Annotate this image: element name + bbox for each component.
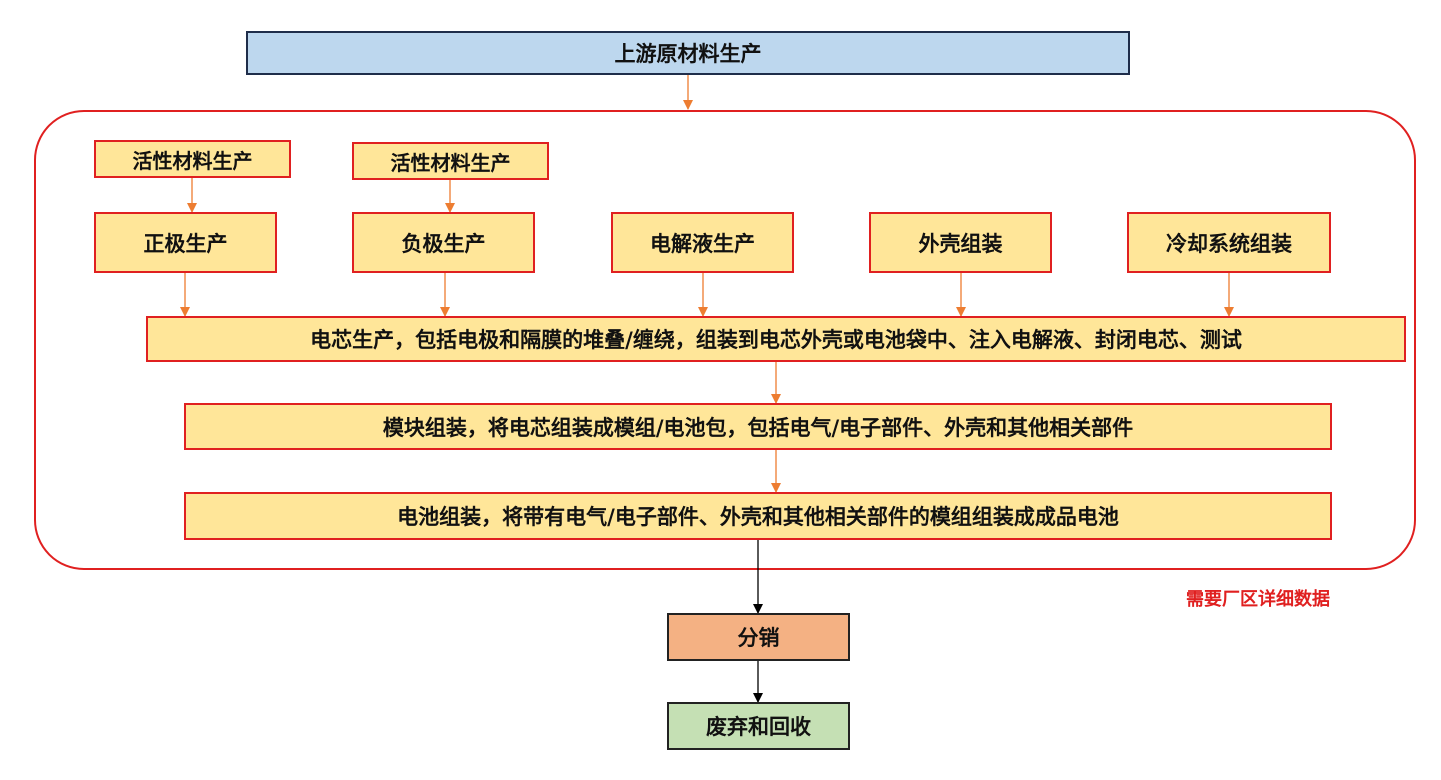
casing-assembly-label: 外壳组装 — [918, 230, 1003, 256]
plant-boundary — [34, 110, 1416, 570]
cooling-system-assembly-box: 冷却系统组装 — [1127, 212, 1331, 273]
cathode-production-label: 正极生产 — [143, 230, 228, 256]
cathode-production-box: 正极生产 — [94, 212, 277, 273]
distribution-box: 分销 — [667, 613, 850, 661]
electrolyte-production-box: 电解液生产 — [611, 212, 794, 273]
cooling-system-assembly-label: 冷却系统组装 — [1166, 230, 1292, 256]
disposal-recycling-box: 废弃和回收 — [667, 702, 850, 750]
active-material-label-right: 活性材料生产 — [390, 150, 511, 175]
battery-assembly-label: 电池组装，将带有电气/电子部件、外壳和其他相关部件的模组组装成成品电池 — [397, 504, 1119, 529]
module-assembly-box: 模块组装，将电芯组装成模组/电池包，包括电气/电子部件、外壳和其他相关部件 — [184, 403, 1332, 450]
cell-production-box: 电芯生产，包括电极和隔膜的堆叠/缠绕，组装到电芯外壳或电池袋中、注入电解液、封闭… — [146, 316, 1406, 362]
upstream-raw-material-box: 上游原材料生产 — [246, 31, 1130, 75]
distribution-label: 分销 — [737, 625, 780, 650]
disposal-recycling-label: 废弃和回收 — [706, 714, 811, 739]
casing-assembly-box: 外壳组装 — [869, 212, 1052, 273]
anode-production-label: 负极生产 — [401, 230, 486, 256]
battery-assembly-box: 电池组装，将带有电气/电子部件、外壳和其他相关部件的模组组装成成品电池 — [184, 492, 1332, 540]
electrolyte-production-label: 电解液生产 — [650, 230, 755, 256]
upstream-label: 上游原材料生产 — [614, 41, 762, 66]
active-material-label-left: 活性材料生产 — [132, 148, 253, 173]
cell-production-label: 电芯生产，包括电极和隔膜的堆叠/缠绕，组装到电芯外壳或电池袋中、注入电解液、封闭… — [310, 327, 1242, 352]
active-material-box-left: 活性材料生产 — [94, 140, 291, 178]
anode-production-box: 负极生产 — [352, 212, 535, 273]
active-material-box-right: 活性材料生产 — [352, 142, 549, 180]
site-data-note: 需要厂区详细数据 — [1186, 589, 1330, 610]
module-assembly-label: 模块组装，将电芯组装成模组/电池包，包括电气/电子部件、外壳和其他相关部件 — [382, 414, 1134, 440]
